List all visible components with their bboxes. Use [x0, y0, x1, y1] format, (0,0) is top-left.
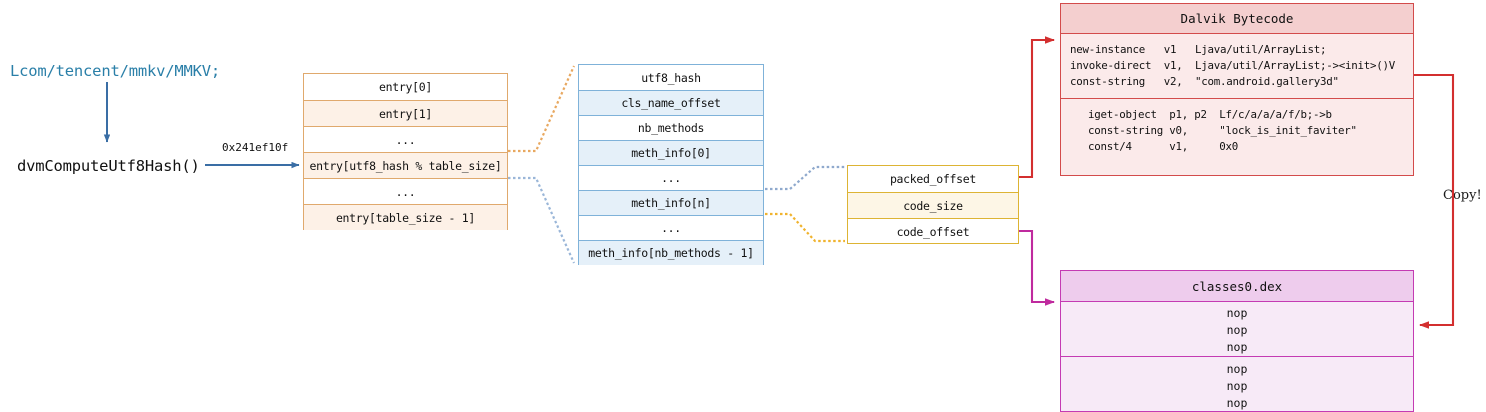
dex-nop-block-two: nop nop nop	[1061, 356, 1413, 412]
arrow-packed-offset-to-dalvik	[1019, 36, 1055, 179]
table-row: code_size	[848, 192, 1018, 218]
classes0-dex-panel: classes0.dex nop nop nop nop nop nop	[1060, 270, 1414, 412]
table-row: ...	[304, 178, 507, 204]
hash-function-label: dvmComputeUtf8Hash()	[17, 157, 200, 175]
table-row: meth_info[n]	[579, 190, 763, 215]
copy-annotation-label: Copy!	[1443, 188, 1482, 203]
table-row: ...	[579, 215, 763, 240]
arrow-code-offset-to-dex	[1019, 229, 1055, 306]
dotted-methinfo-to-codeitem-bottom	[765, 212, 845, 243]
class-descriptor-label: Lcom/tencent/mmkv/MMKV;	[10, 62, 221, 80]
table-row: cls_name_offset	[579, 90, 763, 115]
table-row: entry[1]	[304, 100, 507, 126]
hash-entry-table: entry[0] entry[1] ... entry[utf8_hash % …	[303, 73, 508, 230]
table-row: packed_offset	[889, 172, 977, 186]
dotted-entry-to-classdef-bottom	[508, 176, 576, 264]
dex-nop-block-one: nop nop nop	[1226, 306, 1248, 354]
dalvik-bytecode-block-one: new-instance v1 Ljava/util/ArrayList; in…	[1070, 43, 1396, 88]
table-row-highlighted: entry[utf8_hash % table_size]	[304, 152, 507, 178]
dalvik-bytecode-title: Dalvik Bytecode	[1061, 4, 1413, 34]
class-def-table: utf8_hash cls_name_offset nb_methods met…	[578, 64, 764, 265]
table-row: meth_info[0]	[579, 140, 763, 165]
table-row: entry[table_size - 1]	[304, 204, 507, 230]
table-row: entry[0]	[379, 80, 432, 94]
dotted-methinfo-to-codeitem-top	[765, 165, 845, 191]
classes0-dex-title: classes0.dex	[1061, 271, 1413, 302]
table-row: utf8_hash	[641, 70, 701, 85]
table-row: nb_methods	[579, 115, 763, 140]
table-row: code_offset	[848, 218, 1018, 244]
dalvik-bytecode-block-two: iget-object p1, p2 Lf/c/a/a/a/f/b;->b co…	[1061, 98, 1413, 163]
table-row: ...	[304, 126, 507, 152]
code-item-table: packed_offset code_size code_offset	[847, 165, 1019, 244]
table-row: ...	[579, 165, 763, 190]
dalvik-bytecode-panel: Dalvik Bytecode new-instance v1 Ljava/ut…	[1060, 3, 1414, 176]
table-row: meth_info[nb_methods - 1]	[579, 240, 763, 265]
dotted-entry-to-classdef-top	[508, 65, 576, 153]
hash-value-label: 0x241ef10f	[222, 141, 289, 154]
